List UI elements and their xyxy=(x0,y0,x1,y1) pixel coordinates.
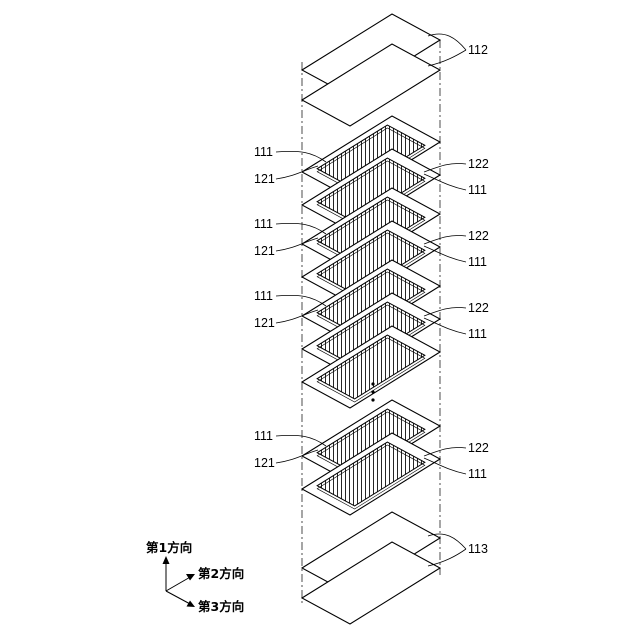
direction-arrowheads xyxy=(163,556,196,607)
leader-112-b xyxy=(428,50,466,66)
first-direction-arrow-icon xyxy=(163,556,170,564)
leader-lower-right xyxy=(424,174,466,190)
stack-1-label-upper-right: 122 xyxy=(468,157,489,171)
third-direction-arrow-icon xyxy=(187,601,196,608)
second-direction-arrow-icon xyxy=(186,574,195,581)
leader-upper-left xyxy=(276,151,326,162)
label-112: 112 xyxy=(468,43,488,57)
leader-113-b xyxy=(428,549,466,566)
third-direction-axis xyxy=(166,591,192,605)
first-direction-label: 第1方向 xyxy=(146,540,192,555)
ellipsis-dot xyxy=(371,390,374,393)
leader-lower-right xyxy=(424,458,466,474)
stack-3-label-lower-right: 111 xyxy=(468,327,487,341)
stack-2-label-lower-left: 121 xyxy=(254,244,275,258)
stack-4-label-upper-left: 111 xyxy=(254,429,273,443)
stack-1-label-lower-right: 111 xyxy=(468,183,487,197)
top-cover xyxy=(302,14,440,126)
stack-4-label-lower-left: 121 xyxy=(254,456,275,470)
frame-stack-4 xyxy=(276,400,466,515)
stack-3-label-upper-left: 111 xyxy=(254,289,273,303)
leader-lower-right xyxy=(424,246,466,262)
leader-lines xyxy=(428,34,466,566)
ellipsis-dot xyxy=(371,382,374,385)
direction-indicator xyxy=(166,560,192,605)
second-direction-axis xyxy=(166,576,192,591)
stack-2-label-lower-right: 111 xyxy=(468,255,487,269)
stack-4-label-upper-right: 122 xyxy=(468,441,489,455)
leader-upper-left xyxy=(276,223,326,234)
stack-2-label-upper-left: 111 xyxy=(254,217,273,231)
stack-2-label-upper-right: 122 xyxy=(468,229,489,243)
stack-1-label-upper-left: 111 xyxy=(254,145,273,159)
leader-lower-right xyxy=(424,318,466,334)
second-direction-label: 第2方向 xyxy=(198,566,244,581)
stack-1-label-lower-left: 121 xyxy=(254,172,275,186)
bottom-cover xyxy=(302,512,440,624)
third-direction-label: 第3方向 xyxy=(198,599,244,614)
label-113: 113 xyxy=(468,542,488,556)
stack-3-label-lower-left: 121 xyxy=(254,316,275,330)
ellipsis-dot xyxy=(371,398,374,401)
stack-3-label-upper-right: 122 xyxy=(468,301,489,315)
leader-upper-left xyxy=(276,295,326,306)
stack-4-label-lower-right: 111 xyxy=(468,467,487,481)
leader-upper-left xyxy=(276,435,326,446)
